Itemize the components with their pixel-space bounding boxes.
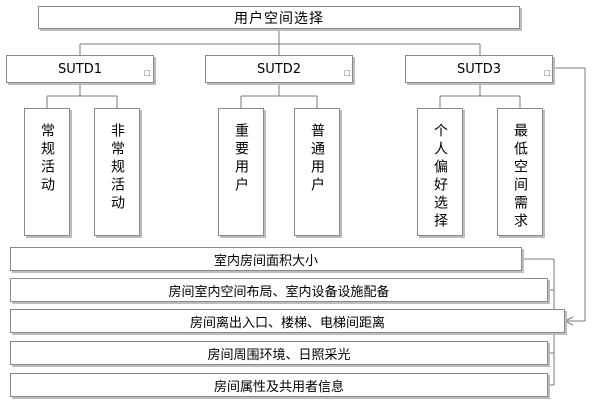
- attribute-label: 房间属性及共用者信息: [213, 379, 344, 395]
- attribute-row: 房间离出入口、楼梯、电梯间距离: [10, 309, 565, 333]
- root-label: 用户空间选择: [234, 10, 324, 27]
- leaf-label: 最低空间需求: [512, 123, 528, 231]
- leaf-label: 普通用户: [309, 123, 325, 195]
- node-label: SUTD3: [457, 61, 501, 77]
- corner-mark: □: [344, 69, 351, 77]
- corner-mark: □: [144, 69, 151, 77]
- leaf-box: 最低空间需求: [497, 108, 543, 236]
- leaf-box: 非常规活动: [94, 108, 140, 236]
- attribute-label: 室内房间面积大小: [213, 253, 318, 269]
- attribute-label: 房间室内空间布局、室内设备设施配备: [168, 284, 390, 300]
- node-box-sutd2: SUTD2: [205, 55, 353, 83]
- node-box-sutd1: SUTD1: [6, 55, 154, 83]
- attribute-label: 房间离出入口、楼梯、电梯间距离: [189, 315, 385, 331]
- attribute-row: 房间室内空间布局、室内设备设施配备: [10, 278, 548, 302]
- root-box: 用户空间选择: [38, 6, 520, 29]
- leaf-label: 重要用户: [233, 123, 249, 195]
- leaf-box: 常规活动: [24, 108, 70, 236]
- corner-mark: □: [544, 69, 551, 77]
- leaf-label: 非常规活动: [109, 123, 125, 213]
- attribute-row: 房间属性及共用者信息: [10, 373, 548, 397]
- leaf-box: 个人偏好选择: [417, 108, 463, 236]
- node-label: SUTD2: [257, 61, 301, 77]
- attribute-row: 室内房间面积大小: [10, 247, 522, 271]
- node-label: SUTD1: [58, 61, 102, 77]
- attribute-row: 房间周围环境、日照采光: [10, 341, 548, 365]
- attribute-label: 房间周围环境、日照采光: [207, 347, 351, 363]
- leaf-box: 普通用户: [294, 108, 340, 236]
- node-box-sutd3: SUTD3: [405, 55, 553, 83]
- leaf-label: 常规活动: [39, 123, 55, 195]
- leaf-box: 重要用户: [218, 108, 264, 236]
- leaf-label: 个人偏好选择: [432, 123, 448, 231]
